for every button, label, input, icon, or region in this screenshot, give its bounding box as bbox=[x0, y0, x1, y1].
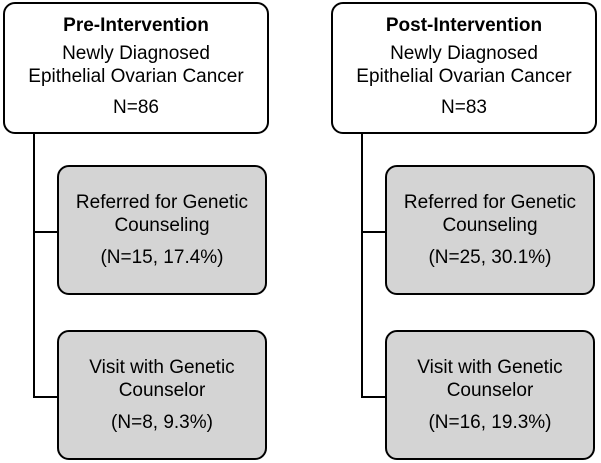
pre-referred-label: Referred for Genetic Counseling bbox=[76, 191, 248, 237]
post-referred-label: Referred for Genetic Counseling bbox=[404, 191, 576, 237]
pre-intervention-count: N=86 bbox=[113, 97, 159, 118]
post-intervention-subtitle: Newly Diagnosed Epithelial Ovarian Cance… bbox=[356, 42, 571, 88]
post-referred-label-line2: Counseling bbox=[442, 215, 538, 236]
post-branch-connector-referred bbox=[361, 231, 386, 233]
pre-intervention-heading: Pre-Intervention bbox=[63, 15, 209, 36]
post-intervention-box: Post-Intervention Newly Diagnosed Epithe… bbox=[331, 2, 597, 134]
pre-subtitle-line2: Epithelial Ovarian Cancer bbox=[28, 66, 244, 87]
pre-visit-label: Visit with Genetic Counselor bbox=[89, 356, 234, 402]
pre-visit-box: Visit with Genetic Counselor (N=8, 9.3%) bbox=[57, 330, 267, 460]
post-referred-label-line1: Referred for Genetic bbox=[403, 192, 577, 213]
post-visit-value: (N=16, 19.3%) bbox=[428, 412, 552, 433]
pre-vertical-connector bbox=[33, 134, 35, 398]
pre-visit-label-line2: Counselor bbox=[118, 380, 206, 401]
pre-branch-connector-referred bbox=[33, 231, 58, 233]
pre-visit-value: (N=8, 9.3%) bbox=[111, 412, 213, 433]
pre-intervention-box: Pre-Intervention Newly Diagnosed Epithel… bbox=[3, 2, 269, 134]
pre-referred-label-line2: Counseling bbox=[114, 215, 210, 236]
pre-intervention-subtitle: Newly Diagnosed Epithelial Ovarian Cance… bbox=[28, 42, 243, 88]
pre-visit-label-line1: Visit with Genetic bbox=[89, 357, 235, 378]
post-visit-label-line1: Visit with Genetic bbox=[417, 357, 563, 378]
pre-subtitle-line1: Newly Diagnosed bbox=[62, 43, 210, 64]
post-visit-label: Visit with Genetic Counselor bbox=[417, 356, 562, 402]
post-intervention-count: N=83 bbox=[441, 97, 487, 118]
post-branch-connector-visit bbox=[361, 396, 386, 398]
post-visit-box: Visit with Genetic Counselor (N=16, 19.3… bbox=[385, 330, 595, 460]
pre-branch-connector-visit bbox=[33, 396, 58, 398]
post-referred-value: (N=25, 30.1%) bbox=[428, 247, 552, 268]
post-intervention-heading: Post-Intervention bbox=[385, 15, 543, 36]
post-vertical-connector bbox=[361, 134, 363, 398]
post-referred-box: Referred for Genetic Counseling (N=25, 3… bbox=[385, 165, 595, 295]
pre-referred-box: Referred for Genetic Counseling (N=15, 1… bbox=[57, 165, 267, 295]
post-visit-label-line2: Counselor bbox=[446, 380, 534, 401]
post-subtitle-line2: Epithelial Ovarian Cancer bbox=[356, 66, 572, 87]
pre-referred-value: (N=15, 17.4%) bbox=[100, 247, 224, 268]
pre-referred-label-line1: Referred for Genetic bbox=[75, 192, 249, 213]
post-subtitle-line1: Newly Diagnosed bbox=[390, 43, 538, 64]
